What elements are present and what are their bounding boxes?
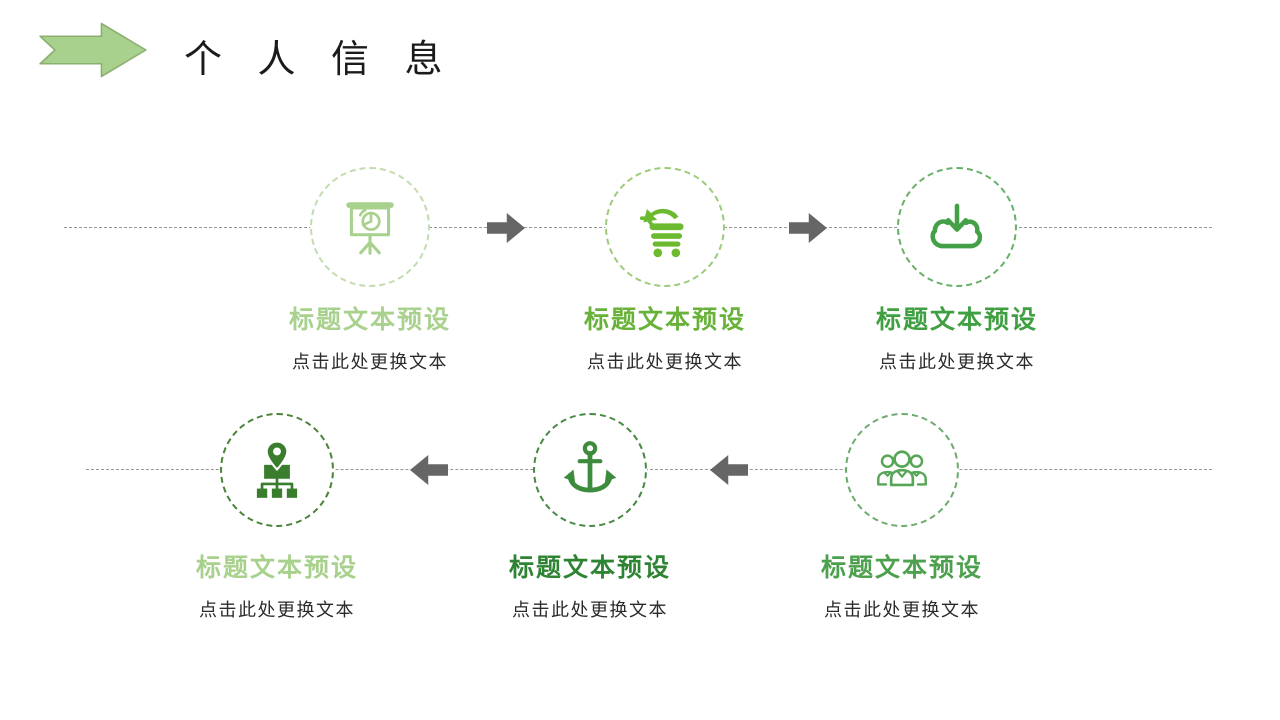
step-circle — [310, 167, 430, 287]
step-title: 标题文本预设 — [195, 555, 358, 582]
step-subtitle: 点击此处更换文本 — [587, 352, 743, 372]
presentation-chart-icon — [346, 202, 394, 255]
header-arrow-icon — [39, 22, 147, 78]
step-item: 标题文本预设 点击此处更换文本 — [127, 413, 427, 622]
step-item: 标题文本预设 点击此处更换文本 — [220, 167, 520, 374]
cloud-download-icon — [930, 203, 983, 249]
step-circle — [533, 413, 647, 527]
flow-line-bottom — [86, 469, 1212, 470]
step-item: 标题文本预设 点击此处更换文本 — [807, 167, 1107, 374]
step-title: 标题文本预设 — [508, 555, 671, 582]
step-circle — [605, 167, 725, 287]
step-item: 标题文本预设 点击此处更换文本 — [515, 167, 815, 374]
step-item: 标题文本预设 点击此处更换文本 — [752, 413, 1052, 622]
step-subtitle: 点击此处更换文本 — [512, 600, 668, 620]
step-item: 标题文本预设 点击此处更换文本 — [440, 413, 740, 622]
step-circle — [845, 413, 959, 527]
step-circle — [220, 413, 334, 527]
step-title: 标题文本预设 — [875, 307, 1038, 334]
anchor-icon — [563, 441, 617, 493]
step-subtitle: 点击此处更换文本 — [824, 600, 980, 620]
shopping-cart-icon — [639, 208, 684, 258]
people-group-icon — [877, 450, 927, 487]
step-title: 标题文本预设 — [583, 307, 746, 334]
step-subtitle: 点击此处更换文本 — [292, 352, 448, 372]
step-subtitle: 点击此处更换文本 — [199, 600, 355, 620]
step-circle — [897, 167, 1017, 287]
location-network-icon — [256, 440, 298, 498]
step-title: 标题文本预设 — [820, 555, 983, 582]
step-title: 标题文本预设 — [288, 307, 451, 334]
page-title: 个 人 信 息 — [184, 39, 456, 81]
step-subtitle: 点击此处更换文本 — [879, 352, 1035, 372]
